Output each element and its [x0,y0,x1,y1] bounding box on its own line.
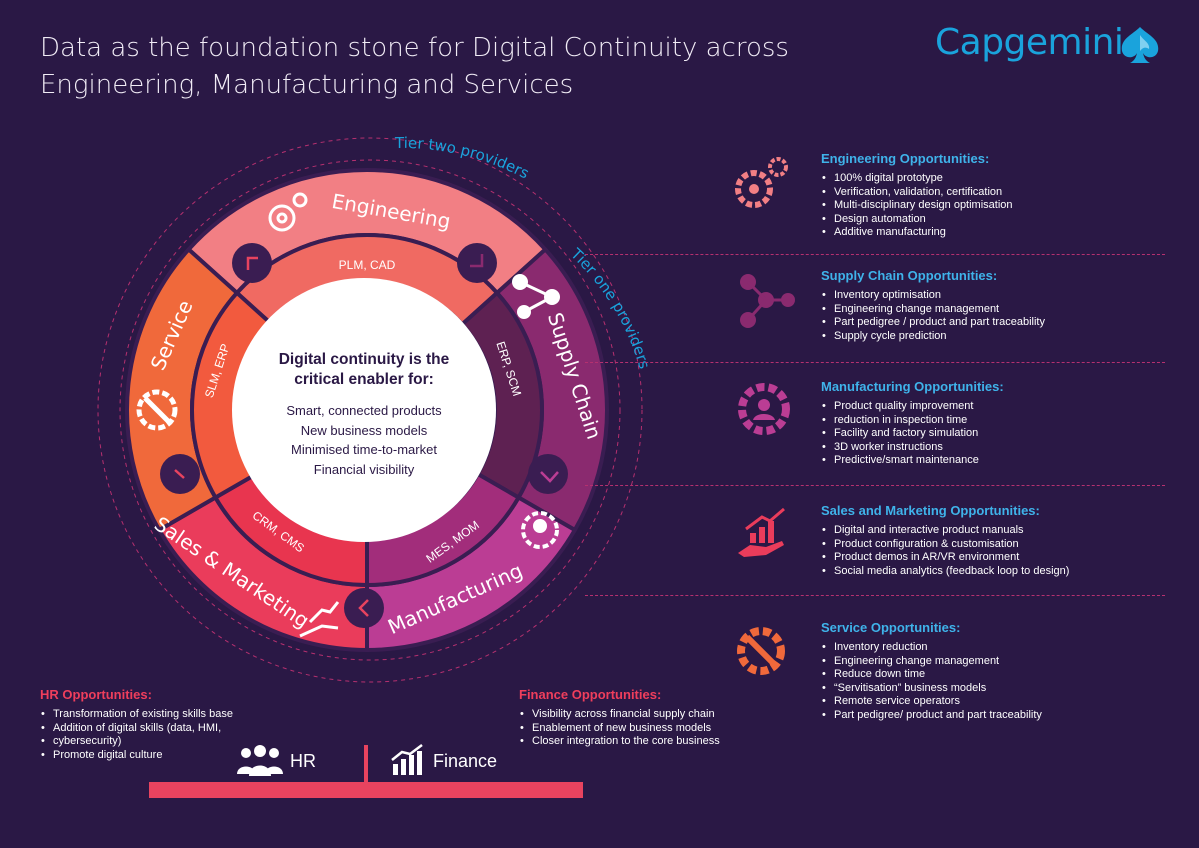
tier-two-ring [97,137,643,683]
list-item: Product configuration & customisation [821,538,1191,552]
list-item: Addition of digital skills (data, HMI, [40,722,300,736]
list-item: Inventory optimisation [821,289,1191,303]
supply-chain-network-icon [512,274,560,319]
divider [585,254,1165,255]
list-item: Inventory reduction [821,641,1191,655]
hr-opportunities-title: HR Opportunities: [40,687,152,702]
hr-label: HR [290,751,316,771]
center-heading-line-1: Digital continuity is the [278,351,450,368]
divider [585,595,1165,596]
list-item: Additive manufacturing [821,226,1191,240]
center-heading: Digital continuity is the critical enabl… [246,350,482,390]
center-item: Minimised time-to-market [291,442,437,457]
center-item: New business models [300,422,428,438]
list-item: Promote digital culture [40,749,300,763]
engineering-gears-icon [268,192,308,232]
list-item: Reduce down time [821,668,1191,682]
sales-marketing-opportunities-title: Sales and Marketing Opportunities: [821,503,1040,518]
connector-service-engineering [232,243,272,283]
supply-chain-opportunities: Supply Chain Opportunities: Inventory op… [821,268,1191,343]
inner-label-plm-cad: PLM, CAD [339,258,396,272]
center-item: Financial visibility [313,461,415,477]
growth-hand-icon [738,507,785,557]
sales-growth-hand-icon [299,601,340,638]
segment-connectors [160,243,568,628]
list-item: Social media analytics (feedback loop to… [821,565,1191,579]
list-item: Digital and interactive product manuals [821,524,1191,538]
finance-label: Finance [433,751,498,771]
list-item: Engineering change management [821,303,1191,317]
finance-chart-icon [391,744,423,775]
connector-engineering-supplychain [457,243,497,283]
manufacturing-opportunities-title: Manufacturing Opportunities: [821,379,1004,394]
list-item: Verification, validation, certification [821,186,1191,200]
list-item: reduction in inspection time [821,414,1191,428]
people-icon [237,745,283,776]
foundation-bar [149,782,583,798]
list-item: Multi-disciplinary design optimisation [821,199,1191,213]
service-opportunities-title: Service Opportunities: [821,620,961,635]
divider [585,485,1165,486]
list-item: Engineering change management [821,655,1191,669]
list-item: Visibility across financial supply chain [519,708,799,722]
tier-one-ring [119,159,621,661]
service-opportunities: Service Opportunities: Inventory reducti… [821,620,1191,722]
manufacturing-gear-person-icon [521,511,559,549]
list-item: Remote service operators [821,695,1191,709]
supply-chain-opportunities-title: Supply Chain Opportunities: [821,268,998,283]
gear-person-icon [738,383,790,435]
list-item: Enablement of new business models [519,722,799,736]
center-message: Digital continuity is the critical enabl… [246,350,482,479]
wrench-gear-icon [737,627,785,675]
spade-logo-icon [1121,27,1159,63]
connector-supplychain-manufacturing [528,454,568,494]
hr-finance-divider [364,745,368,783]
list-item: Facility and factory simulation [821,427,1191,441]
gears-icon [735,157,788,208]
title-line-1: Data as the foundation stone for Digital… [40,33,789,63]
list-item: Product demos in AR/VR environment [821,551,1191,565]
sales-marketing-opportunities: Sales and Marketing Opportunities: Digit… [821,503,1191,578]
hr-opportunities: HR Opportunities: Transformation of exis… [40,687,300,762]
list-item: Product quality improvement [821,400,1191,414]
list-item: Part pedigree / product and part traceab… [821,316,1191,330]
capgemini-logo: Capgemini [935,22,1124,63]
finance-opportunities: Finance Opportunities: Visibility across… [519,687,799,749]
center-item: Smart, connected products [286,403,442,418]
list-item: “Servitisation” business models [821,682,1191,696]
divider [585,362,1165,363]
center-heading-line-2: critical enabler for: [294,371,434,388]
list-item: Supply cycle prediction [821,330,1191,344]
finance-opportunities-title: Finance Opportunities: [519,687,662,702]
list-item: Predictive/smart maintenance [821,454,1191,468]
list-item: Part pedigree/ product and part traceabi… [821,709,1191,723]
page-title: Data as the foundation stone for Digital… [40,30,800,104]
list-item: Design automation [821,213,1191,227]
engineering-opportunities-title: Engineering Opportunities: [821,151,990,166]
title-line-2: Engineering, Manufacturing and Services [40,70,574,100]
center-circle [232,278,496,542]
list-item: Closer integration to the core business [519,735,799,749]
manufacturing-opportunities: Manufacturing Opportunities: Product qua… [821,379,1191,468]
connector-sales-manufacturing [344,588,384,628]
list-item-continuation: cybersecurity) [40,735,300,749]
list-item: 3D worker instructions [821,441,1191,455]
service-wrench-gear-icon [136,389,178,431]
network-icon [740,274,795,328]
engineering-opportunities: Engineering Opportunities: 100% digital … [821,151,1191,240]
list-item: Transformation of existing skills base [40,708,300,722]
list-item: 100% digital prototype [821,172,1191,186]
